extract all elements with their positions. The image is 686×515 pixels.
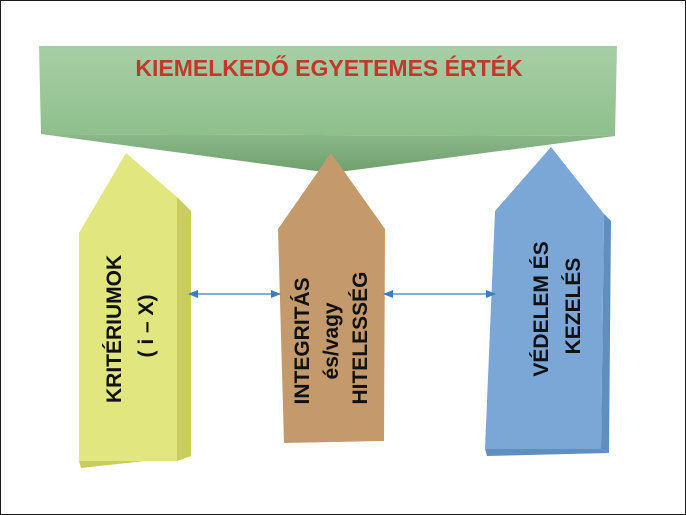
pillar-integrity-line-3: HITELESSÉG (349, 271, 372, 404)
pillar-integrity: INTEGRITÁS és/vagy HITELESSÉG (278, 153, 385, 443)
pillar-protection-face (485, 147, 604, 449)
pillar-criteria-label: KRITÉRIUMOK ( i – X) (103, 249, 158, 403)
pillar-protection-label: VÉDELEM ÉS KEZELÉS (530, 235, 585, 376)
roof-face (39, 46, 617, 136)
roof-title: KIEMELKEDŐ EGYETEMES ÉRTÉK (135, 54, 523, 81)
pillar-protection-bottom (485, 449, 609, 456)
pillar-integrity-face (278, 153, 385, 443)
pillar-protection-side (601, 214, 611, 453)
pillar-criteria-bottom (79, 456, 191, 468)
pillar-criteria-side (177, 197, 191, 461)
roof-bottom-wedge (41, 134, 615, 173)
pillar-protection-line-2: KEZELÉS (562, 258, 585, 355)
pillar-integrity-label: INTEGRITÁS és/vagy HITELESSÉG (291, 271, 372, 404)
pillar-criteria-face (79, 153, 177, 461)
pillar-integrity-line-2: és/vagy (320, 302, 343, 379)
pillar-protection: VÉDELEM ÉS KEZELÉS (485, 147, 611, 456)
pillar-criteria-line-1: KRITÉRIUMOK (103, 255, 126, 403)
pillar-protection-line-1: VÉDELEM ÉS (530, 241, 553, 376)
pillar-integrity-line-1: INTEGRITÁS (291, 277, 314, 404)
pillar-criteria: KRITÉRIUMOK ( i – X) (79, 153, 191, 468)
pillar-criteria-line-2: ( i – X) (135, 294, 158, 357)
roof-banner: KIEMELKEDŐ EGYETEMES ÉRTÉK (39, 46, 617, 173)
